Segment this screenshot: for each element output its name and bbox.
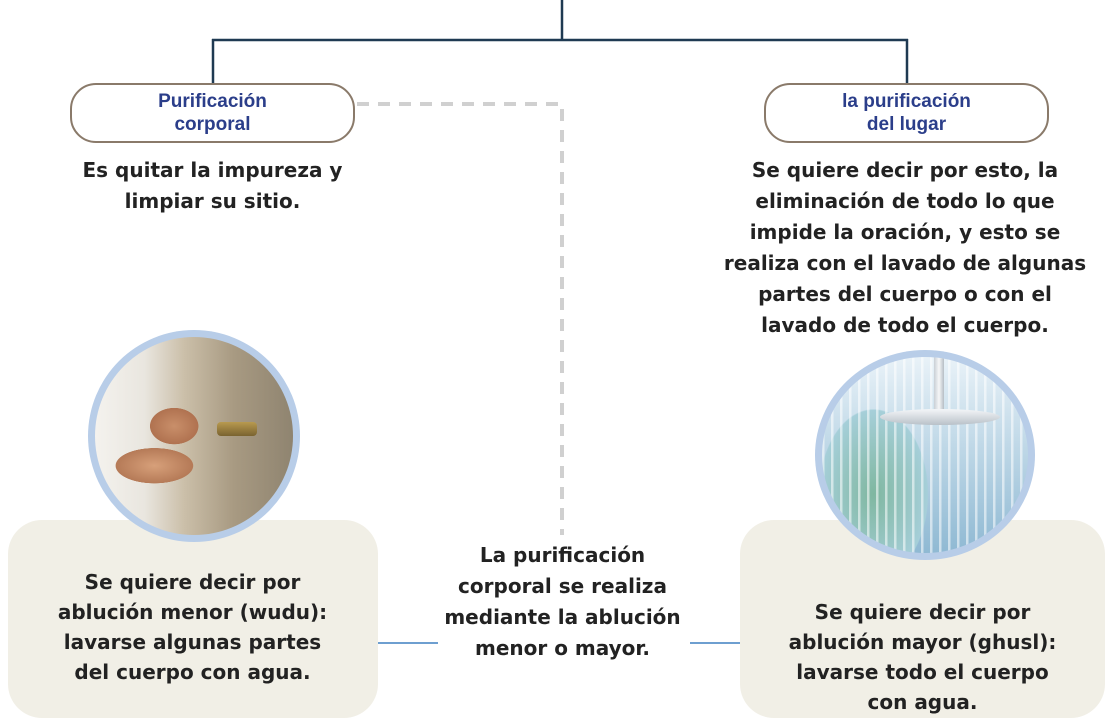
left-title-text: Purificación corporal	[158, 91, 267, 135]
left-description: Es quitar la impureza y limpiar su sitio…	[82, 158, 343, 213]
center-text: La purificación corporal se realiza medi…	[444, 543, 681, 660]
dashed-link-line	[357, 102, 564, 535]
left-title-pill: Purificación corporal	[70, 83, 355, 143]
tap-icon	[217, 422, 257, 436]
ghusl-photo-frame	[815, 350, 1035, 560]
right-title-pill: la purificación del lugar	[764, 83, 1049, 143]
shower-head-photo	[822, 357, 1028, 553]
shower-head-icon	[880, 409, 1000, 425]
shower-arm-icon	[934, 357, 944, 413]
ghusl-card-text: Se quiere decir por ablución mayor (ghus…	[788, 600, 1057, 714]
hands-washing-at-tap-photo	[95, 337, 293, 535]
wudu-card-text: Se quiere decir por ablución menor (wudu…	[57, 570, 328, 684]
wudu-photo-frame	[88, 330, 300, 542]
wudu-card	[8, 520, 378, 718]
right-description: Se quiere decir por esto, la eliminación…	[723, 158, 1087, 337]
right-title-text: la purificación del lugar	[842, 91, 971, 135]
